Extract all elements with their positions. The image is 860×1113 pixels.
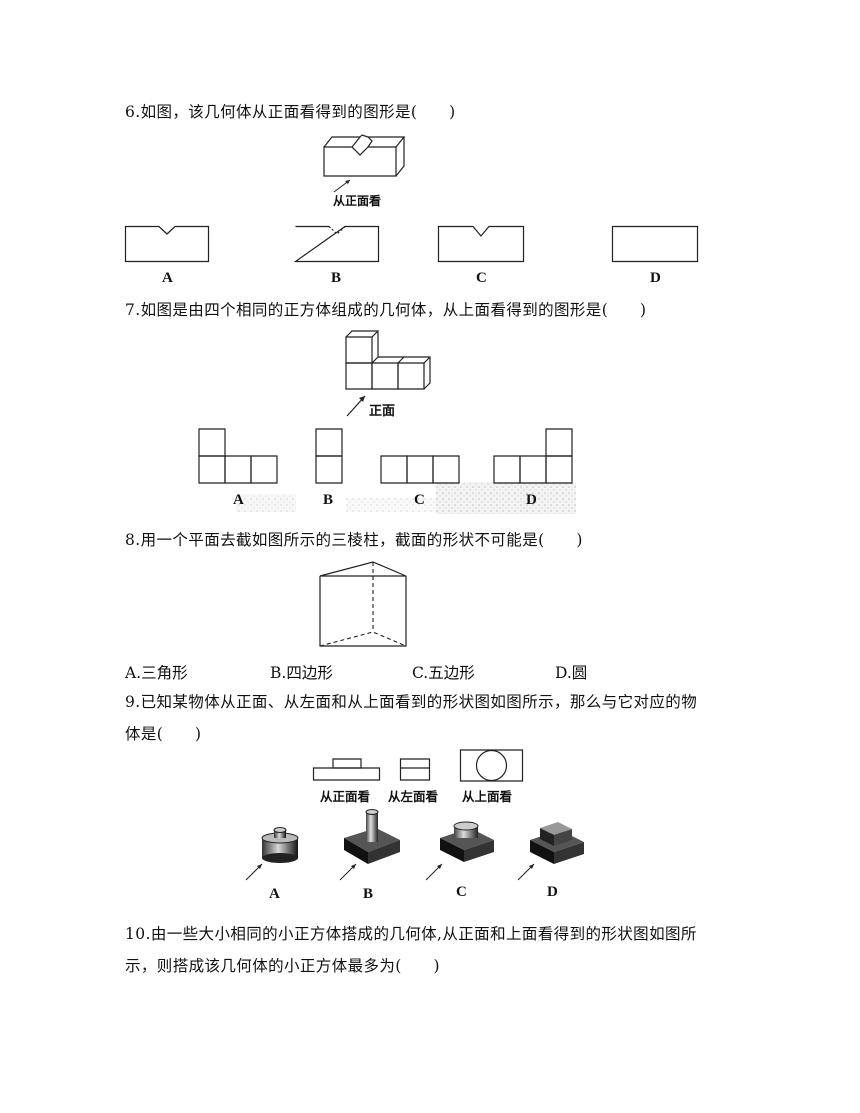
question-10-text-line2: 示，则搭成该几何体的小正方体最多为( ): [125, 957, 440, 975]
q7-option-d-figure: [493, 428, 575, 484]
q7-option-b-figure: [315, 428, 345, 484]
q9-label-b: B: [363, 886, 374, 902]
q7-label-c: C: [414, 492, 425, 508]
q9-top-view-figure: [460, 749, 524, 783]
q6-label-a: A: [162, 270, 173, 286]
q9-caption-front: 从正面看: [320, 789, 371, 804]
q6-label-c: C: [476, 270, 487, 286]
question-6-text: 6.如图，该几何体从正面看得到的图形是( ): [125, 103, 456, 121]
q8-option-d: D.圆: [555, 664, 588, 682]
q9-caption-top: 从上面看: [462, 789, 513, 804]
q6-option-a-figure: [125, 226, 209, 262]
q7-label-b: B: [323, 492, 334, 508]
q9-label-d: D: [547, 884, 558, 900]
q8-option-b: B.四边形: [270, 664, 333, 682]
q9-option-c-figure: [420, 816, 494, 882]
question-9-text-line2: 体是( ): [125, 725, 202, 743]
q6-caption: 从正面看: [333, 194, 382, 208]
q9-front-view-figure: [313, 758, 381, 782]
q9-option-a-figure: [244, 826, 308, 882]
q6-option-d-figure: [612, 226, 698, 262]
q9-option-d-figure: [510, 822, 584, 882]
q7-cube-stack-figure: [343, 328, 443, 420]
q8-option-a: A.三角形: [125, 664, 188, 682]
q9-label-c: C: [456, 884, 467, 900]
q7-caption: 正面: [369, 404, 396, 419]
question-8-text: 8.用一个平面去截如图所示的三棱柱，截面的形状不可能是( ): [125, 531, 583, 549]
question-10-text-line1: 10.由一些大小相同的小正方体搭成的几何体,从正面和上面看得到的形状图如图所: [125, 925, 697, 943]
q6-label-d: D: [650, 270, 661, 286]
q7-label-d: D: [526, 492, 537, 508]
q6-label-b: B: [331, 270, 342, 286]
q9-left-view-figure: [400, 758, 432, 782]
q8-option-c: C.五边形: [412, 664, 475, 682]
q9-option-b-figure: [330, 808, 400, 882]
q7-option-c-figure: [380, 455, 462, 485]
q7-scan-noise: [236, 482, 576, 514]
q6-option-b-figure: [295, 226, 379, 262]
q7-label-a: A: [233, 492, 244, 508]
q9-label-a: A: [269, 886, 280, 902]
q6-option-c-figure: [438, 226, 524, 262]
q8-triangular-prism-figure: [318, 560, 410, 652]
question-7-text: 7.如图是由四个相同的正方体组成的几何体，从上面看得到的图形是( ): [125, 301, 647, 319]
question-9-text-line1: 9.已知某物体从正面、从左面和从上面看到的形状图如图所示，那么与它对应的物: [125, 693, 698, 711]
q6-solid-figure: [318, 130, 408, 200]
q7-option-a-figure: [198, 428, 280, 484]
q9-caption-left: 从左面看: [388, 789, 439, 804]
